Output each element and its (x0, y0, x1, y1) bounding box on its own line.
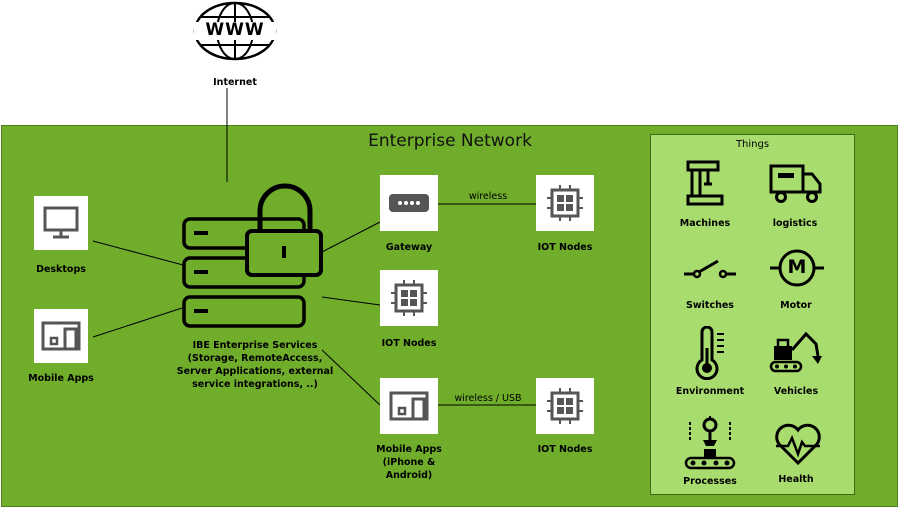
iot-node-middle-tile[interactable] (380, 270, 438, 326)
environment-label: Environment (675, 386, 745, 397)
iot-right-top-label: IOT Nodes (537, 242, 593, 253)
iot-chip-icon (391, 280, 427, 316)
iot-node-right-bottom-tile[interactable] (536, 378, 594, 434)
mobile-apps-tile[interactable] (34, 309, 88, 363)
services-label-line1: IBE Enterprise Services (192, 340, 318, 351)
health-label: Health (778, 474, 814, 485)
services-label-line2: (Storage, RemoteAccess, (187, 353, 323, 364)
machine-icon (680, 158, 730, 208)
mobile-devices-label-line2: (iPhone & (382, 457, 436, 468)
desktop-tile[interactable] (34, 196, 88, 250)
services-label-line4: service integrations, ..) (192, 379, 318, 390)
internet-globe-icon (192, 0, 278, 62)
logistics-label: logistics (772, 218, 818, 229)
network-title: Enterprise Network (368, 131, 532, 151)
iot-middle-link (321, 296, 381, 306)
iot-chip-icon (547, 388, 583, 424)
thermometer-icon (692, 325, 728, 381)
mobile-devices-label-line1: Mobile Apps (376, 444, 442, 455)
internet-globe-text: WWW (205, 20, 265, 40)
machines-label: Machines (679, 218, 731, 229)
vehicles-label: Vehicles (773, 386, 819, 397)
things-title: Things (735, 139, 770, 150)
mobile-devices-icon (389, 391, 429, 421)
mobile-devices-icon (41, 321, 81, 351)
iot-chip-icon (547, 185, 583, 221)
iot-right-bottom-label: IOT Nodes (537, 444, 593, 455)
gateway-link (321, 221, 381, 253)
wireless-edge-label: wireless (468, 191, 508, 202)
switch-icon (682, 256, 738, 282)
gateway-tile[interactable] (380, 175, 438, 231)
process-icon (684, 416, 736, 470)
processes-label: Processes (683, 476, 737, 487)
excavator-icon (768, 330, 826, 374)
mobile-devices-label-line3: Android) (385, 470, 433, 481)
mobile-apps-link (92, 307, 183, 338)
iot-middle-label: IOT Nodes (381, 338, 437, 349)
mobile-apps-label: Mobile Apps (28, 373, 94, 384)
server-lock-icon (181, 183, 325, 335)
heart-pulse-icon (772, 422, 824, 466)
services-label-line3: Server Applications, external (176, 366, 334, 377)
mobile-devices-tile[interactable] (380, 378, 438, 434)
desktops-link (92, 240, 184, 266)
things-panel (650, 134, 855, 495)
wireless-usb-edge-label: wireless / USB (454, 393, 522, 404)
desktops-label: Desktops (36, 264, 86, 275)
motor-label: Motor (780, 300, 812, 311)
monitor-icon (43, 206, 79, 239)
internet-label: Internet (213, 77, 257, 88)
motor-symbol: M (787, 256, 807, 278)
gateway-label: Gateway (385, 242, 433, 253)
mobile-devices-link (321, 349, 381, 406)
switches-label: Switches (686, 300, 734, 311)
router-icon (389, 194, 429, 212)
truck-icon (768, 160, 824, 206)
iot-node-right-top-tile[interactable] (536, 175, 594, 231)
motor-icon (770, 248, 824, 288)
